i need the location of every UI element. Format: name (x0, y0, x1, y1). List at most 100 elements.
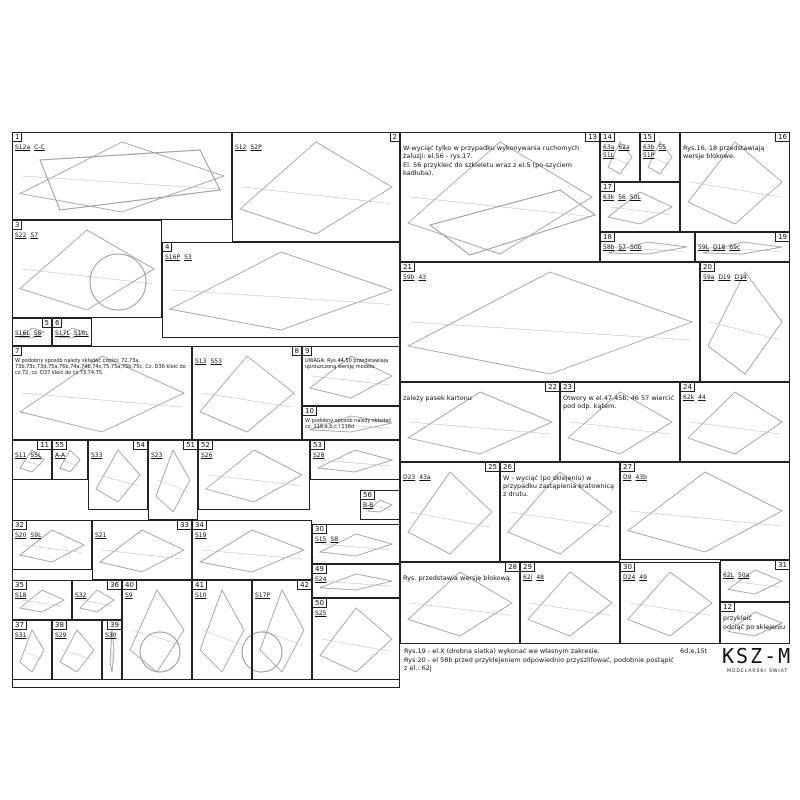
part-label: S33 (91, 452, 103, 459)
note-similar-parts: W podobny sposób należy składać części: … (15, 358, 186, 376)
part-label: S17P (255, 592, 271, 599)
leader-line (409, 602, 511, 616)
part-outline (309, 355, 393, 399)
part-outline (407, 571, 513, 637)
note-rys-16-18: Rys.16, 18 przedstawiają wersje blokowe. (683, 144, 765, 160)
leader-line (21, 331, 43, 337)
part-label: S16L (15, 330, 30, 337)
part-label: S9 (125, 592, 133, 599)
part-label: D14 (734, 274, 747, 281)
panel-content: S24 (315, 576, 397, 583)
note-holes: Otwory w el.47,45b, 46 57 wiercić pod od… (563, 394, 674, 410)
part-outline (687, 141, 783, 225)
part-outline (109, 629, 115, 673)
part-label: 57 (618, 244, 627, 251)
part-outline (59, 449, 81, 473)
part-label: 63b (643, 144, 655, 151)
part-outline (18, 327, 46, 339)
panel-number: 30 (621, 563, 635, 572)
panel-content: S23 (151, 452, 195, 459)
part-label: 55 (658, 144, 667, 151)
panel-number: 13 (585, 133, 599, 142)
panel-number: 30 (313, 525, 327, 534)
part-outline (702, 241, 783, 255)
part-outline (19, 355, 185, 433)
leader-line (261, 629, 303, 646)
part-label: S3 (184, 254, 192, 261)
panel-number: 37 (13, 621, 27, 630)
part-label: S12a (15, 144, 31, 151)
panel-number: 40 (123, 581, 137, 590)
part-label: D9 (623, 474, 632, 481)
leader-line (409, 321, 691, 341)
part-outline (59, 629, 95, 673)
part-label: 49 (639, 574, 647, 581)
panel-content: W - wyciąć (po sklejeniu) w przypadku za… (503, 474, 617, 498)
part-outline (627, 571, 713, 637)
part-label: S31 (15, 632, 27, 639)
leader-line (201, 629, 243, 646)
part-outline (607, 191, 673, 225)
leader-line (409, 196, 591, 217)
note-strip: zależy pasek kartonu (403, 394, 472, 402)
leader-line (207, 474, 301, 486)
leader-line (709, 321, 781, 341)
panel-content: A-A (55, 452, 85, 459)
panel-26: 26 W - wyciąć (po sklejeniu) w przypadku … (500, 462, 620, 562)
part-outline (99, 529, 185, 573)
panel-number: 49 (313, 565, 327, 574)
note-cutout-26: W - wyciąć (po sklejeniu) w przypadku za… (503, 474, 615, 498)
part-label: 62L (723, 572, 734, 579)
footer-notes: Rys.19 - el.X (drobna siatka) wykonać we… (404, 647, 674, 673)
leader-line (21, 392, 183, 408)
hull-frame-drawing (39, 149, 221, 211)
part-label: S22 (15, 232, 27, 239)
leader-line (369, 504, 391, 510)
panel-number: 53 (311, 441, 325, 450)
part-outline (607, 241, 688, 255)
panel-number: 21 (401, 263, 415, 272)
part-label: 51L (603, 152, 614, 159)
part-label: S18 (15, 592, 27, 599)
panel-content: UWAGA: Rys.44,50 przedstawiają uproszczo… (305, 358, 397, 370)
note-similar-118: W podobny sposób należy składać cz. 118,… (305, 418, 391, 430)
hull-deck-drawing (428, 189, 597, 256)
part-label: 48 (536, 574, 544, 581)
panel-number: 26 (501, 463, 515, 472)
panel-content: Rys.16, 18 przedstawiają wersje blokowe. (683, 144, 787, 160)
part-outline (239, 141, 393, 235)
part-label: S30 (105, 632, 117, 639)
leader-line (319, 459, 391, 467)
panel-number: 8 (291, 347, 301, 356)
panel-content: S32 (75, 592, 119, 599)
panel-content: S26 (201, 452, 307, 459)
part-label: 63k (603, 194, 615, 201)
part-label: 58b (603, 244, 615, 251)
note-cut-after: odciąć po sklejeniu (723, 623, 786, 631)
panel-content: S30 (105, 632, 119, 639)
panel-number: 16 (775, 133, 789, 142)
ksz-m-logo: KSZ-M (722, 644, 793, 668)
leader-line (321, 638, 391, 652)
panel-number: 39 (107, 621, 121, 630)
